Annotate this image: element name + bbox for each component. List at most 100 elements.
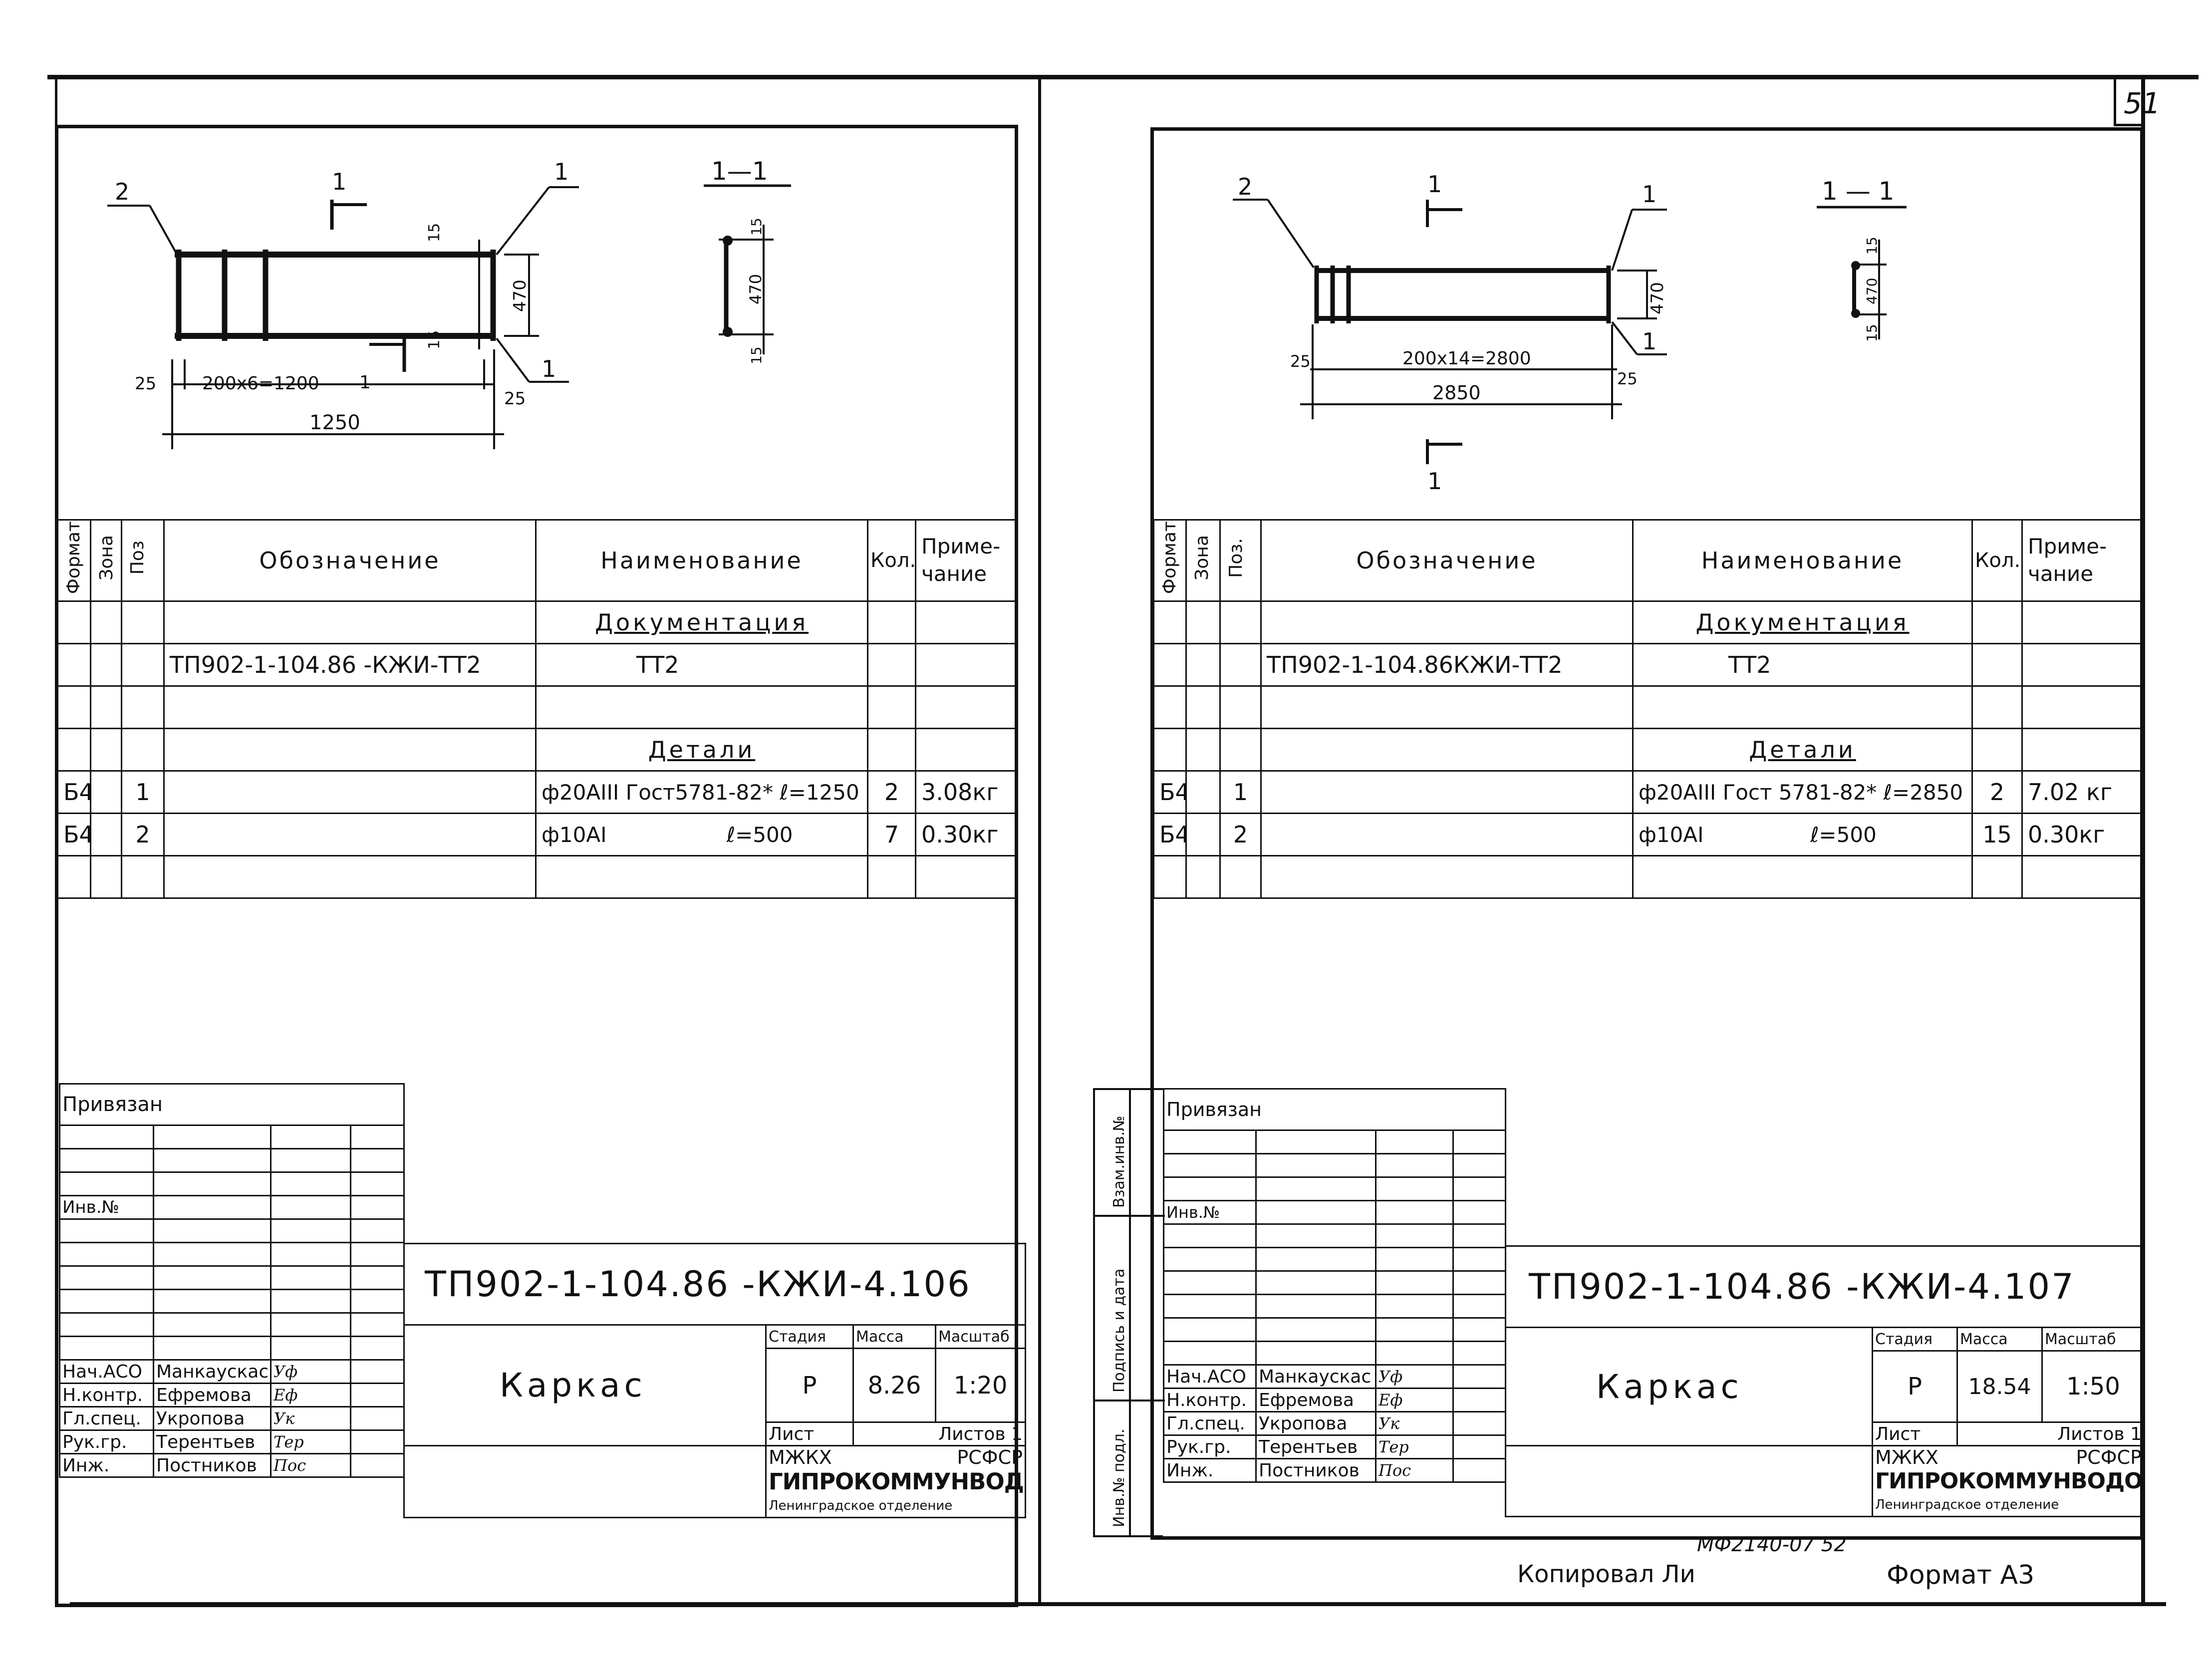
spec-header-row: Формат Зона Поз Обозначение Наименование… [57, 519, 1018, 602]
col-qty: Кол. [867, 519, 916, 602]
stage-value: Р [765, 1348, 854, 1423]
sheets-label: Листов 1 [852, 1421, 1026, 1446]
right-section-470: 470 [1864, 278, 1880, 304]
signature: Ук [1375, 1411, 1454, 1436]
part-qty: 15 [1971, 813, 2023, 856]
doc-ref: ТП902-1-104.86 -КЖИ-ТТ2 [163, 643, 537, 687]
left-section-470: 470 [746, 274, 765, 304]
part-pos: 1 [1219, 770, 1262, 814]
part-note: 7.02 кг [2021, 770, 2143, 814]
spec-row-part: Б4 2 ф10АI ℓ=500 7 0.30кг [57, 813, 1018, 856]
sheet-label: Лист [1872, 1421, 1958, 1446]
spec-row-part: Б4 2 ф10АI ℓ=500 15 0.30кг [1153, 813, 2143, 856]
mass-value: 18.54 [1956, 1350, 2043, 1423]
drawing-code: ТП902-1-104.86 -КЖИ-4.106 [403, 1243, 1026, 1326]
left-dim-15-bot: 15 [426, 330, 443, 349]
side-stamp-replace: Взам.инв.№ [1110, 1116, 1128, 1208]
signature: Пос [1375, 1458, 1454, 1483]
spec-row-part: Б4 1 ф20АIII Гост5781-82* ℓ=1250 2 3.08к… [57, 770, 1018, 814]
spec-header-row: Формат Зона Поз. Обозначение Наименовани… [1153, 519, 2143, 602]
right-dim-span: 200х14=2800 [1402, 348, 1531, 369]
scale-value: 1:20 [935, 1348, 1026, 1423]
part-name: ф10АI ℓ=500 [535, 813, 868, 856]
signature: Уф [270, 1359, 351, 1384]
side-stamp-sign: Подпись и дата [1110, 1268, 1128, 1393]
drawing-name: Каркас [403, 1324, 767, 1446]
part-format: Б4 [1153, 770, 1187, 814]
col-name: Наименование [1632, 519, 1973, 602]
sheet-format: Формат А3 [1887, 1560, 2035, 1590]
right-section-15-bot: 15 [1864, 324, 1880, 342]
part-note: 0.30кг [2021, 813, 2143, 856]
right-sheet-frame [1150, 127, 2144, 1540]
signature: Пос [270, 1453, 351, 1478]
signature: Еф [1375, 1388, 1454, 1412]
doc-name: ТТ2 [1632, 643, 1973, 687]
part-name: ф10АI ℓ=500 [1632, 813, 1973, 856]
copied-by: Копировал Ли [1517, 1560, 1695, 1588]
left-section-title: 1—1 [711, 157, 768, 186]
mass-label: Масса [852, 1324, 936, 1349]
part-pos: 2 [121, 813, 165, 856]
left-dim-25-left: 25 [135, 374, 156, 394]
stage-label: Стадия [765, 1324, 854, 1349]
right-callout-2: 2 [1238, 173, 1252, 200]
col-format: Формат [1159, 521, 1180, 594]
col-pos: Поз. [1226, 538, 1246, 578]
part-pos: 1 [121, 770, 165, 814]
right-dim-470: 470 [1648, 282, 1667, 314]
spec-row-section-parts: Детали [1153, 728, 2143, 772]
spec-row-section-parts: Детали [57, 728, 1018, 772]
left-callout-1b: 1 [542, 355, 556, 382]
right-title-block: ТП902-1-104.86 -КЖИ-4.107 Каркас Стадия … [1505, 1245, 2145, 1517]
scale-label: Масштаб [935, 1324, 1026, 1349]
mass-label: Масса [1956, 1327, 2043, 1352]
left-callout-1a: 1 [554, 158, 568, 185]
part-format: Б4 [57, 813, 91, 856]
sheets-label: Листов 1 [1956, 1421, 2145, 1446]
right-dim-25-left: 25 [1290, 352, 1311, 371]
right-section-15-top: 15 [1864, 237, 1880, 255]
sheet-number: 51 [2124, 86, 2161, 120]
section-docs-label: Документация [1695, 609, 1910, 636]
top-rule [47, 75, 2199, 79]
col-note: Приме-чание [915, 519, 1018, 602]
archive-code: МФ2140-07 52 [1697, 1533, 1847, 1556]
right-dim-overall: 2850 [1432, 382, 1481, 404]
spec-row-empty [1153, 855, 2143, 899]
left-dim-15-top: 15 [426, 223, 443, 242]
left-margin [55, 75, 57, 130]
signature: Еф [270, 1383, 351, 1407]
stage-value: Р [1872, 1350, 1958, 1423]
spec-row-section-docs: Документация [57, 600, 1018, 644]
doc-ref: ТП902-1-104.86КЖИ-ТТ2 [1260, 643, 1634, 687]
spec-row-empty [57, 685, 1018, 729]
stage-label: Стадия [1872, 1327, 1958, 1352]
org-republic: РСФСР [2076, 1446, 2142, 1468]
col-designation: Обозначение [163, 519, 537, 602]
left-section-15-top: 15 [748, 218, 765, 236]
section-docs-label: Документация [594, 609, 809, 636]
left-dim-span-mid: 1 [359, 372, 371, 393]
scale-value: 1:50 [2041, 1350, 2145, 1423]
org-republic: РСФСР [957, 1446, 1023, 1468]
left-section-mark: 1 [332, 168, 346, 195]
spec-row-empty [57, 855, 1018, 899]
right-spec-table: Формат Зона Поз. Обозначение Наименовани… [1153, 519, 2143, 899]
signature: Тер [270, 1429, 351, 1454]
org-ministry: МЖКХ [769, 1446, 832, 1468]
binding-label: Привязан [1162, 1088, 1507, 1130]
signature: Уф [1375, 1364, 1454, 1389]
col-format: Формат [63, 521, 84, 594]
